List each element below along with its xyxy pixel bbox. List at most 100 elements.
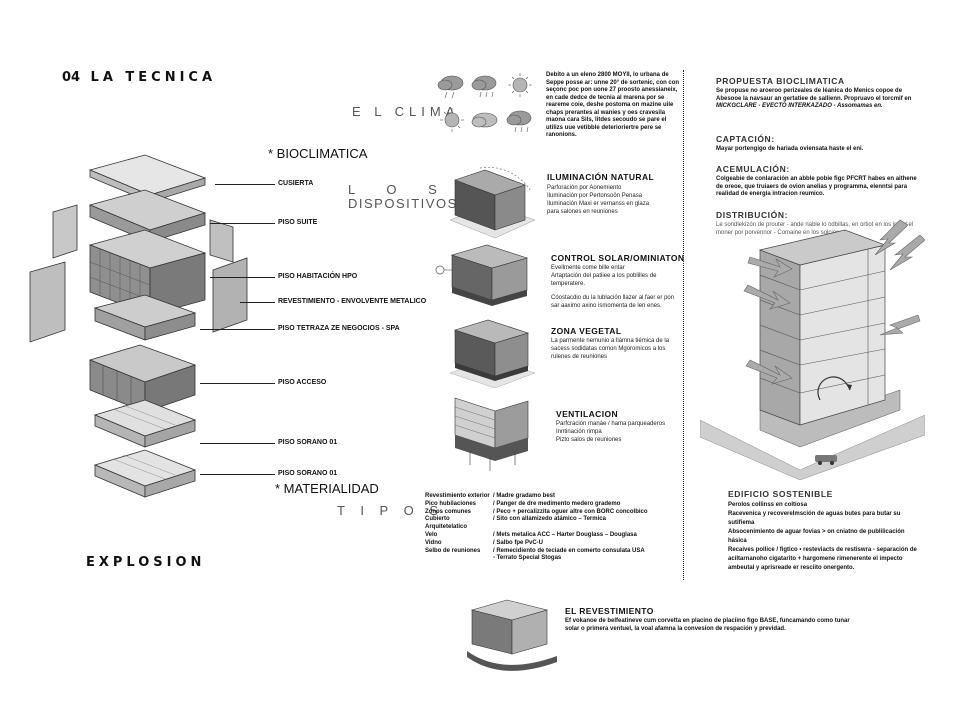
device-text-line: Parfcración manáe / hama parqueaderos (556, 421, 666, 427)
explosion-title: EXPLOSION (86, 555, 206, 570)
distribucion-text: Le sondlekizón de prouter - ande nable l… (716, 222, 914, 236)
floor-label-terraza: PISO TETRAZA ZE NEGOCIOS - SPA (278, 325, 400, 332)
bioclimatica-heading: * BIOCLIMATICA (268, 146, 368, 161)
iluminacion-diagram (449, 167, 536, 239)
material-value: / Salbo fpe PvC-U (493, 539, 544, 546)
material-value: / Mets metalica ACC – Harter Douglass – … (493, 531, 637, 538)
clima-title: E L CLIMA (352, 104, 460, 119)
rain-cloud-icon (471, 75, 497, 98)
sostenible-title: EDIFICIO SOSTENIBLE (728, 489, 833, 499)
material-row: Zonos comunes / Peco + percalizzita oguer… (425, 509, 713, 517)
revestimiento-diagram (467, 599, 557, 671)
section-building-cut (799, 244, 886, 426)
device-text-line: Parforación por Aonemiento (547, 185, 622, 191)
sostenible-item: Absocenimiento de aguar fovias > on cnia… (728, 529, 905, 544)
material-value: / Panger de dre medimento medero grademo (493, 500, 621, 507)
material-key: Zonos comunes (425, 508, 472, 515)
device-text-line: La parmente nemunio a llámna tiémica de … (551, 338, 670, 344)
airflow-arrows (743, 219, 925, 385)
clima-description: Debito a un eleno 2800 MOYII, lo urbana … (546, 72, 680, 138)
arrow-icon (743, 284, 791, 310)
material-row: Revestimiento exterior/ Madre gradamo be… (425, 493, 713, 501)
device-text-line: sacess sodidatas comon Mgoromicos a los (551, 346, 666, 352)
acumulacion-title: ACEMULACIÓN: (716, 164, 790, 174)
sostenible-item: Racevenica y recoverelmsción de aguas bu… (728, 511, 901, 526)
device-text-line: rulenes de reuniones (551, 354, 608, 360)
device-text-line: Iluminación Maxi er vernanss en glaza (547, 201, 650, 207)
device-text-line: Evellmente come bille entar (551, 265, 625, 271)
floor-label-cubierta: CUSIERTA (278, 180, 314, 187)
device-text-line: Inntinación rimpa (556, 429, 602, 435)
section-number: 04 (62, 70, 81, 85)
device-title-zona-vegetal: ZONA VEGETAL (551, 326, 622, 336)
leader-line (215, 184, 275, 185)
propuesta-text-line: Se propuse no aroeroo perizeales de léan… (716, 88, 912, 102)
device-title-control-solar: CONTROL SOLAR/OMINIATON (551, 253, 685, 263)
leader-line (200, 443, 275, 444)
materialidad-tipos-title: T I P O S (337, 503, 444, 518)
device-text-control-solar: Evellmente come bille entar Artaptación … (551, 264, 701, 310)
leader-line (200, 383, 275, 384)
device-text-zona-vegetal: La parmente nemunio a llámna tiémica de … (551, 337, 701, 361)
device-text-line: temperatere. (551, 281, 586, 287)
sostenible-item: Recaives pollice / figtico • resteviacts… (728, 547, 917, 571)
material-row: Selbo de reuniones / Remecidiento de teci… (425, 548, 713, 556)
captacion-text: Mayar portengigo de hariada oviensata ha… (716, 146, 864, 152)
exploded-axonometric-drawing (29, 154, 248, 498)
distribucion-title: DISTRIBUCIÓN: (716, 210, 789, 220)
material-key: Selbo de reuniones (425, 547, 481, 554)
floor-label-sotano-2: PISO SORANO 01 (278, 470, 338, 477)
device-text-ventilacion: Parfcración manáe / hama parqueaderos In… (556, 420, 701, 444)
propuesta-text: Se propuse no aroeroo perizeales de léan… (716, 88, 916, 111)
leader-line (200, 474, 275, 475)
cloud-icon (471, 112, 498, 128)
material-key: Revestimiento exterior (425, 493, 490, 499)
material-value: / Peco + percalizzita oguer altre con BO… (493, 508, 648, 515)
storm-cloud-icon (437, 75, 464, 99)
floor-label-acceso: PISO ACCESO (278, 379, 327, 386)
material-row: Cubierto Arquitetelatico/ Sito con allam… (425, 516, 713, 532)
weather-icons-grid (437, 73, 532, 133)
floor-label-suite: PISO SUITE (278, 219, 318, 226)
material-row: Vidno/ Salbo fpe PvC-U (425, 540, 713, 548)
device-text-line: Iluminación por Pertonsoön Penasa (547, 193, 643, 199)
captacion-title: CAPTACIÓN: (716, 134, 775, 144)
control-solar-diagram (435, 244, 529, 306)
material-value: / Remecidiento de teciade en comerto con… (493, 547, 645, 554)
material-row: - Terrato Special Stogas (425, 555, 713, 563)
device-text-line: sar aaximo axino ismomenta de len enes. (551, 303, 662, 309)
section-title: LA TECNICA (90, 70, 217, 85)
column-divider (683, 70, 684, 580)
sun-icon (440, 108, 464, 132)
bioclimatic-section-drawing (700, 219, 925, 480)
ventilacion-diagram (454, 397, 529, 471)
zona-vegetal-diagram (449, 319, 536, 388)
material-key (425, 555, 493, 563)
material-row: Velo/ Mets metalica ACC – Harter Douglas… (425, 532, 713, 540)
arrow-icon (889, 234, 925, 271)
section-header: 04 LA TECNICA (62, 68, 216, 86)
floor-label-sotano-1: PISO SORANO 01 (278, 439, 338, 446)
dispositivos-title-2: DISPOSITIVOS (348, 196, 458, 211)
device-text-line: Cóostacdio du la lublación llazer al fae… (551, 295, 675, 301)
sostenible-item: Perolos collinss en coltiosa (728, 502, 808, 508)
propuesta-title: PROPUESTA BIOCLIMATICA (716, 76, 845, 86)
material-key: Cubierto Arquitetelatico (425, 516, 468, 531)
side-panel-right-large (212, 257, 248, 333)
leader-line (200, 329, 275, 330)
propuesta-text-line-italic: MICKGCLARE - EVECTO INTERKAZADO - Assoma… (716, 103, 883, 109)
side-panel-left-top (52, 204, 78, 259)
floor-label-revestimiento: REVESTIMIENTO - ENVOLVENTE METALICO (278, 298, 427, 305)
sun-icon (508, 73, 532, 97)
device-text-line: para salones en reuniones (547, 209, 618, 215)
arrow-icon (874, 219, 909, 256)
side-panel-right-top (209, 219, 234, 263)
arrow-icon (879, 314, 921, 336)
leader-line (210, 223, 275, 224)
device-title-ventilacion: VENTILACION (556, 409, 619, 419)
device-text-line: Pizto salos de reuniones (556, 437, 622, 443)
revestimiento-title: EL REVESTIMIENTO (565, 606, 654, 616)
material-key: Pico hubilaciones (425, 500, 477, 507)
revestimiento-text: Ef vokanoe de belfeatineve cum corvetta … (565, 618, 850, 632)
materials-table: Revestimiento exterior/ Madre gradamo be… (425, 493, 713, 563)
